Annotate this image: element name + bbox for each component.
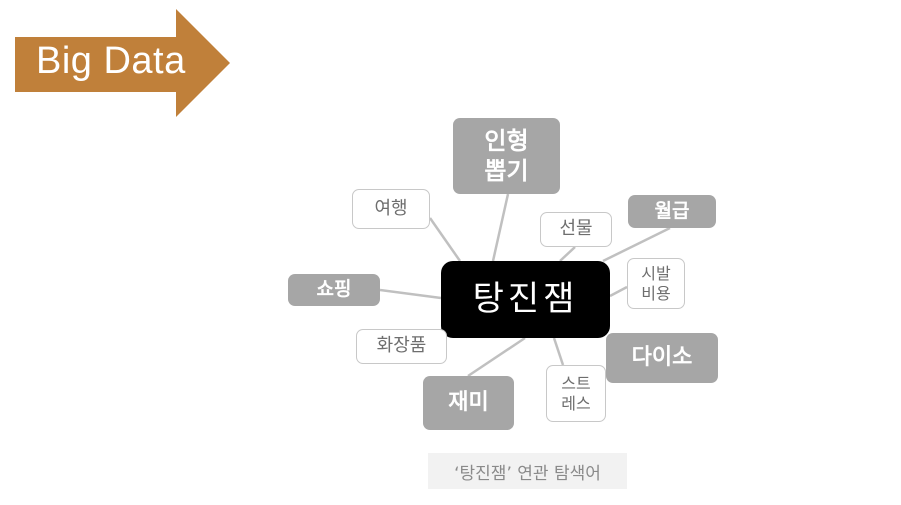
big-data-label: Big Data bbox=[36, 40, 186, 82]
keyword-node-daiso: 다이소 bbox=[606, 333, 718, 383]
keyword-label: 여행 bbox=[374, 197, 408, 219]
center-keyword-label: 탕진잼 bbox=[472, 279, 579, 320]
keyword-label: 쇼핑 bbox=[316, 278, 352, 301]
keyword-label: 선물 bbox=[559, 218, 593, 240]
keyword-label: 시발 비용 bbox=[641, 263, 671, 303]
center-keyword-node: 탕진잼 bbox=[441, 261, 610, 338]
keyword-label: 인형 뽑기 bbox=[484, 127, 529, 185]
keyword-label: 화장품 bbox=[376, 335, 427, 357]
keyword-label: 다이소 bbox=[631, 345, 693, 371]
keyword-node-gift: 선물 bbox=[540, 212, 612, 247]
keyword-node-fun: 재미 bbox=[423, 376, 514, 430]
diagram-caption: ‘탕진잼’ 연관 탐색어 bbox=[428, 453, 627, 489]
big-data-arrow bbox=[15, 9, 230, 117]
keyword-node-salary: 월급 bbox=[628, 195, 716, 228]
keyword-label: 재미 bbox=[448, 390, 489, 416]
keyword-node-doll-machine: 인형 뽑기 bbox=[453, 118, 560, 194]
keyword-node-cosmetics: 화장품 bbox=[356, 329, 447, 364]
keyword-node-impulse-spending: 시발 비용 bbox=[627, 258, 685, 309]
keyword-label: 월급 bbox=[654, 199, 690, 222]
keyword-node-travel: 여행 bbox=[352, 189, 430, 229]
keyword-node-shopping: 쇼핑 bbox=[288, 274, 380, 306]
caption-text: ‘탕진잼’ 연관 탐색어 bbox=[454, 463, 601, 484]
keyword-node-stress: 스트 레스 bbox=[546, 365, 606, 422]
keyword-label: 스트 레스 bbox=[561, 373, 591, 413]
